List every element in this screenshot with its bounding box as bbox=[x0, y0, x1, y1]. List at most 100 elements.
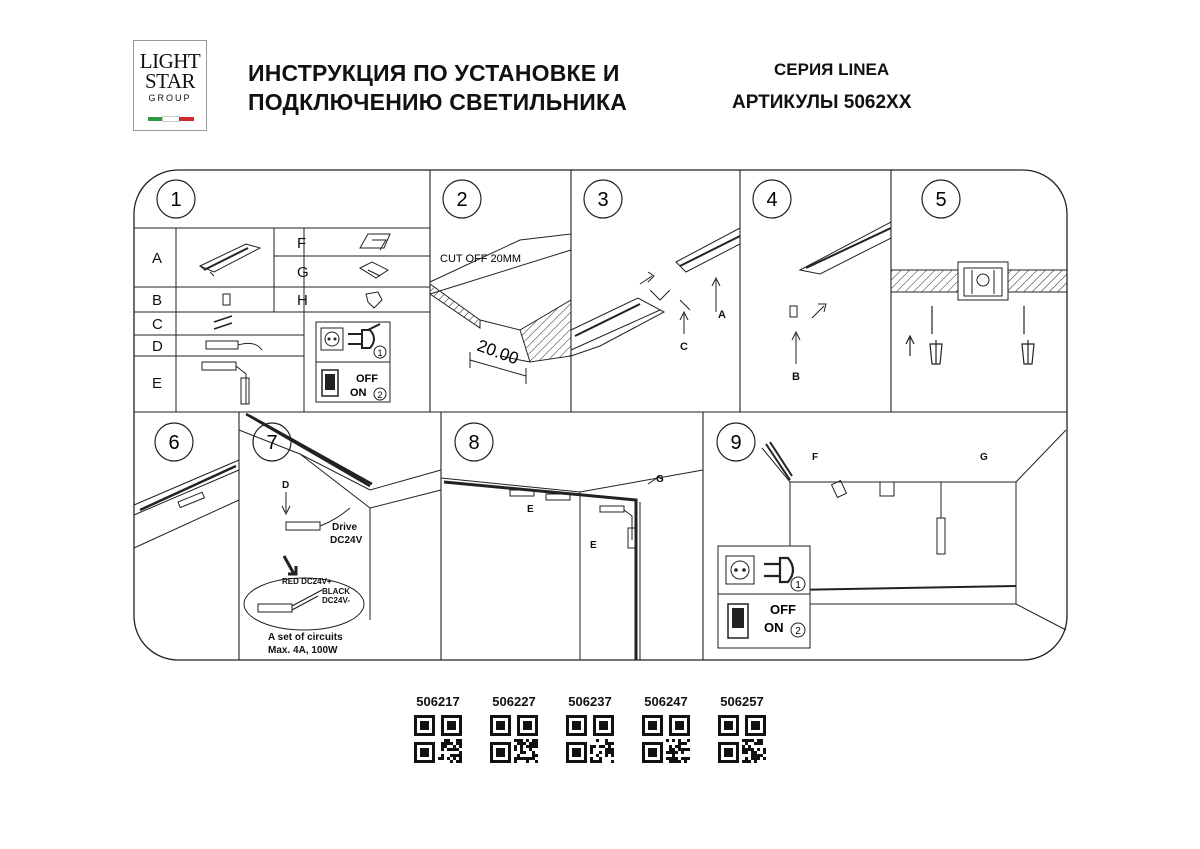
step-3-illustration: A C bbox=[570, 227, 741, 357]
step-9-power-switch-box: 1 OFF ON 2 bbox=[717, 545, 811, 649]
step-3-number: 3 bbox=[597, 189, 608, 211]
step-2-number: 2 bbox=[456, 189, 467, 211]
step-9-plug-icon bbox=[764, 556, 795, 584]
part-label-g: G bbox=[297, 264, 309, 281]
qr-code-506217[interactable]: 506217 bbox=[410, 694, 466, 763]
article-code: 506217 bbox=[416, 694, 460, 709]
series-name: СЕРИЯ LINEA bbox=[774, 60, 890, 79]
qr-code-506247[interactable]: 506247 bbox=[638, 694, 694, 763]
logo-line3: GROUP bbox=[148, 93, 192, 103]
step-1-number: 1 bbox=[170, 189, 181, 211]
step-4-label-b: B bbox=[792, 371, 800, 383]
step-5-badge: 5 bbox=[921, 179, 961, 219]
step-8-badge: 8 bbox=[454, 422, 494, 462]
part-label-c: C bbox=[152, 316, 163, 333]
driver-icon bbox=[205, 340, 239, 350]
step-8-illustration bbox=[440, 469, 704, 660]
step-9-label-g: G bbox=[980, 452, 988, 463]
step-9-on-label: ON bbox=[764, 620, 784, 635]
qr-codes: 506217 506227 506237 506247 506257 bbox=[410, 694, 790, 774]
switch-off-label: OFF bbox=[356, 373, 378, 385]
step-1-badge: 1 bbox=[156, 179, 196, 219]
step-7-illustration bbox=[238, 412, 442, 631]
part-label-f: F bbox=[297, 235, 306, 252]
step-5-number: 5 bbox=[935, 189, 946, 211]
step-9-number: 9 bbox=[730, 432, 741, 454]
step-4-number: 4 bbox=[766, 189, 777, 211]
cut-off-label: CUT OFF 20MM bbox=[440, 253, 521, 265]
title-line1: ИНСТРУКЦИЯ ПО УСТАНОВКЕ И bbox=[248, 60, 620, 86]
step-8-label-g: G bbox=[656, 474, 664, 485]
step-2-badge: 2 bbox=[442, 179, 482, 219]
logo-line1: LIGHT bbox=[139, 49, 201, 73]
panel-frame bbox=[133, 169, 1068, 661]
switch-icon bbox=[321, 369, 339, 397]
step-8-number: 8 bbox=[468, 432, 479, 454]
step-4-illustration: B bbox=[789, 221, 892, 383]
profile-icon bbox=[198, 243, 262, 277]
driver-cable-icon bbox=[201, 361, 237, 371]
step-6-badge: 6 bbox=[154, 422, 194, 462]
qr-code-506237[interactable]: 506237 bbox=[562, 694, 618, 763]
power-switch-box: 1 OFF ON 2 bbox=[315, 321, 391, 403]
step-numbers: 1 2 3 4 5 6 7 8 9 bbox=[154, 179, 961, 462]
step-8-label-e1: E bbox=[527, 504, 534, 515]
article-code: 506257 bbox=[720, 694, 764, 709]
qr-code-506257[interactable]: 506257 bbox=[714, 694, 770, 763]
qr-code-506227[interactable]: 506227 bbox=[486, 694, 542, 763]
step-3-label-c: C bbox=[680, 341, 688, 353]
step-6-illustration bbox=[133, 459, 240, 549]
red-wire-label: RED DC24V+ bbox=[282, 577, 332, 586]
part-labels: A B C D E F G H bbox=[152, 235, 309, 392]
clip-icon bbox=[213, 315, 233, 330]
black-wire-label: BLACK bbox=[322, 587, 350, 596]
switch-on-label: ON bbox=[350, 387, 367, 399]
step-5-illustration bbox=[890, 261, 1068, 365]
part-illustrations bbox=[198, 233, 391, 405]
step-9-socket-icon bbox=[725, 555, 755, 585]
brand-logo: LIGHT STAR GROUP bbox=[133, 40, 207, 131]
step-9-label-f: F bbox=[812, 452, 818, 463]
flag-icon bbox=[148, 116, 194, 122]
black-wire-voltage: DC24V- bbox=[322, 596, 350, 605]
qr-icon bbox=[566, 715, 614, 763]
end-cap-icon bbox=[222, 293, 231, 306]
article-code: 506237 bbox=[568, 694, 612, 709]
circuits-note: A set of circuits bbox=[268, 632, 343, 643]
step-9-switch-step-2: 2 bbox=[795, 626, 801, 637]
switch-step-2: 2 bbox=[377, 390, 382, 400]
step-3-label-a: A bbox=[718, 309, 726, 321]
qr-icon bbox=[490, 715, 538, 763]
step-7-labels: D Drive DC24V RED DC24V+ BLACK DC24V- A … bbox=[268, 480, 363, 656]
qr-icon bbox=[718, 715, 766, 763]
part-label-a: A bbox=[152, 250, 162, 267]
power-limit-note: Max. 4A, 100W bbox=[268, 645, 338, 656]
title-line2: ПОДКЛЮЧЕНИЮ СВЕТИЛЬНИКА bbox=[248, 89, 628, 115]
parts-table bbox=[134, 227, 430, 412]
plug-icon bbox=[348, 329, 375, 349]
qr-icon bbox=[642, 715, 690, 763]
step-3-badge: 3 bbox=[583, 179, 623, 219]
page-title: ИНСТРУКЦИЯ ПО УСТАНОВКЕ И ПОДКЛЮЧЕНИЮ СВ… bbox=[248, 59, 627, 117]
drive-label: Drive bbox=[332, 522, 357, 533]
switch-step-1: 1 bbox=[377, 348, 382, 358]
part-label-d: D bbox=[152, 338, 163, 355]
step-9-labels: F G bbox=[812, 452, 988, 463]
socket-icon bbox=[320, 327, 344, 351]
connector-g-icon bbox=[358, 261, 389, 279]
corner-f-icon bbox=[359, 233, 391, 251]
step-8-labels: E E G bbox=[527, 474, 664, 551]
part-label-b: B bbox=[152, 292, 162, 309]
article-code: 506227 bbox=[492, 694, 536, 709]
step-8-label-e2: E bbox=[590, 540, 597, 551]
step-7-label-d: D bbox=[282, 480, 289, 491]
step-9-switch-step-1: 1 bbox=[795, 580, 801, 591]
step-2-illustration: CUT OFF 20MM 20.00 bbox=[429, 233, 572, 384]
step-4-badge: 4 bbox=[752, 179, 792, 219]
step-9-off-label: OFF bbox=[770, 602, 796, 617]
part-label-h: H bbox=[297, 292, 308, 309]
qr-icon bbox=[414, 715, 462, 763]
logo-line2: STAR bbox=[145, 69, 196, 93]
article-code: 506247 bbox=[644, 694, 688, 709]
